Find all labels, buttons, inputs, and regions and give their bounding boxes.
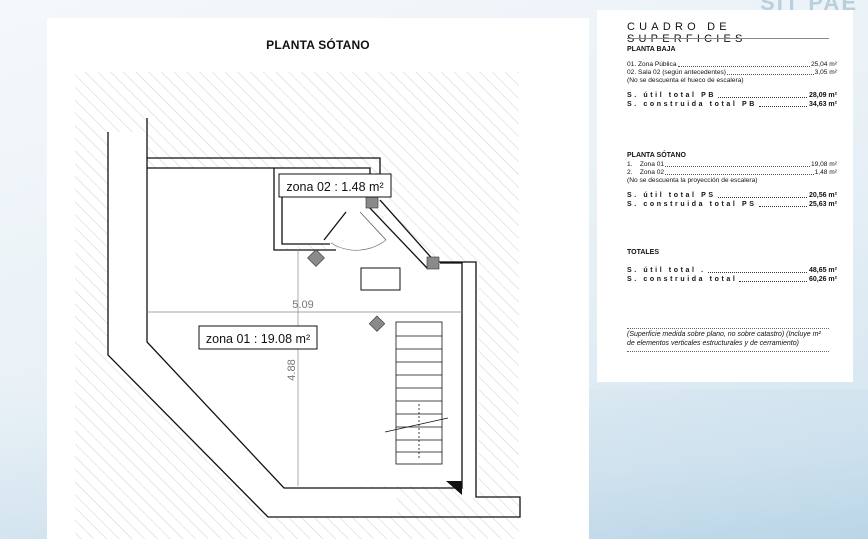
surface-row: 02. Sala 02 (según antecedentes)3,05 m²	[627, 69, 837, 76]
footnote-text: (Superficie medida sobre plano, no sobre…	[627, 331, 821, 347]
outer-wall	[107, 132, 521, 518]
inner-wall	[146, 118, 463, 489]
floor-plan-sheet: PLANTA SÓTANO	[47, 18, 589, 539]
pillar	[368, 315, 386, 332]
heading-rule	[627, 38, 829, 39]
dim-height-label: 4.88	[286, 359, 298, 380]
zone01-label: zona 01 : 19.08 m²	[206, 332, 310, 346]
grand-total-util-row: S. útil total .48,65 m²	[627, 267, 837, 274]
right-lane	[464, 262, 479, 498]
surface-note: (No se descuenta la proyección de escale…	[627, 177, 758, 184]
footnote-rule	[627, 328, 829, 329]
dim-width-label: 5.09	[292, 299, 313, 311]
storage-box	[360, 267, 401, 291]
section-totales: TOTALES S. útil total .48,65 m² S. const…	[627, 249, 837, 284]
dimension-lines	[147, 250, 462, 486]
surface-note: (No se descuenta el hueco de escalera)	[627, 77, 744, 84]
outer-lane	[108, 132, 397, 517]
footnote-block: (Superficie medida sobre plano, no sobre…	[627, 328, 829, 352]
table-heading: CUADRO DE SUPERFICIES	[627, 21, 747, 45]
floor-plan-drawing: 5.09 4.88 zona 02 : 1.48 m² zona 01 : 19…	[75, 72, 521, 539]
staircase	[384, 321, 449, 465]
door-swing	[330, 239, 387, 251]
section-title: PLANTA SÓTANO	[627, 152, 686, 159]
pillar	[307, 249, 325, 267]
surface-table: CUADRO DE SUPERFICIES PLANTA BAJA 01. Zo…	[597, 10, 853, 382]
plan-title: PLANTA SÓTANO	[266, 38, 370, 52]
section-title: TOTALES	[627, 249, 660, 256]
footnote-rule	[627, 351, 829, 352]
pillar	[365, 195, 379, 209]
corner-marker	[446, 481, 462, 495]
zone02-label-box	[278, 173, 392, 198]
pillar	[426, 256, 440, 270]
section-title: PLANTA BAJA	[627, 46, 676, 53]
door-leaf	[359, 211, 387, 241]
zone02-label: zona 02 : 1.48 m²	[286, 180, 383, 194]
zone01-label-box	[198, 325, 318, 350]
